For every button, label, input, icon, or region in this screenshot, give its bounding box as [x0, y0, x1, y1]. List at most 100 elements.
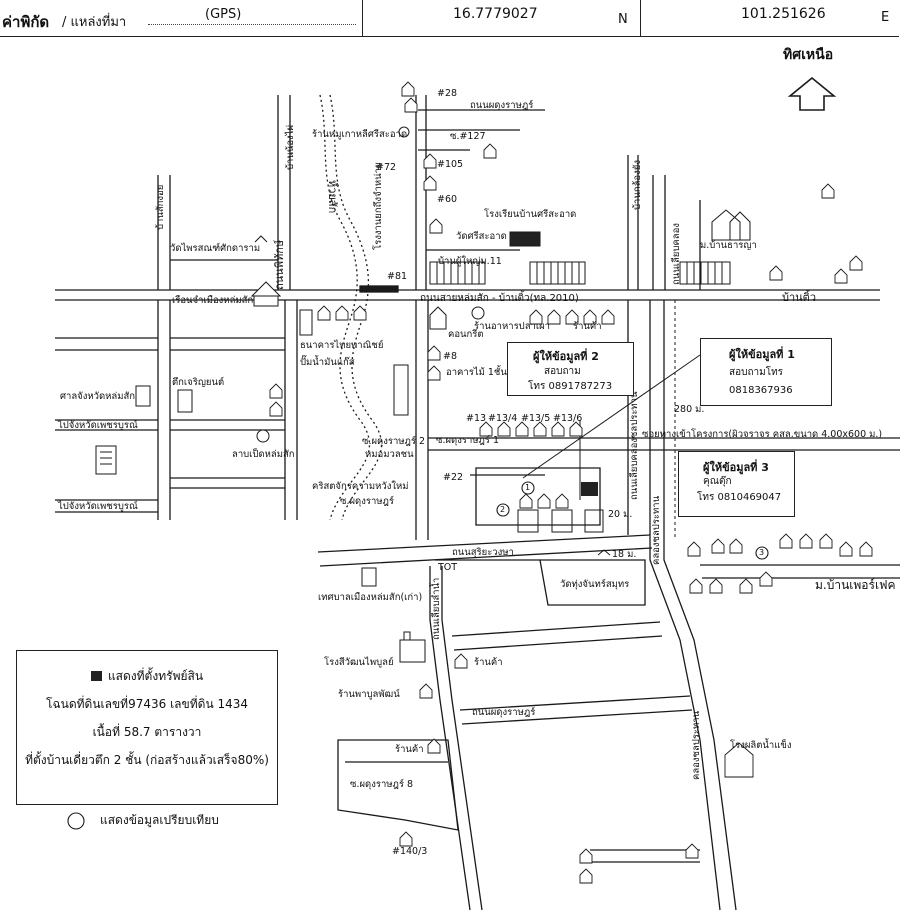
- place-shop-kraw: ร้านหมูเกาหลีศรีสะอาด: [312, 129, 408, 140]
- place-lab-ped: ลาบเป็ดหล่มสัก: [232, 449, 295, 460]
- label-num-140-3: #140/3: [392, 846, 428, 857]
- label-dist-20: 20 ม.: [608, 509, 633, 520]
- place-church2: คริสตจักรความหวังใหม่: [312, 481, 409, 492]
- informant-3-title: ผู้ให้ข้อมูลที่ 3: [703, 461, 769, 474]
- informant-2-box: ผู้ให้ข้อมูลที่ 2 สอบถาม โทร 0891787273: [507, 342, 634, 396]
- legend-subject-row: แสดงที่ตั้งทรัพย์สิน: [17, 667, 277, 686]
- place-school-sri: โรงเรียนบ้านศรีสะอาด: [484, 209, 577, 220]
- road-label-soi-padung-8-top: ถนนผดุงราษฎร์: [472, 707, 536, 718]
- road-label-soi-padung-2: ซ.ผดุงราษฎร์ 2: [362, 436, 426, 447]
- place-pra-chan: ปั๊มน้ำมันแก๊ส: [300, 357, 355, 368]
- label-num-105: #105: [437, 159, 464, 170]
- informant-3-box: ผู้ให้ข้อมูลที่ 3 คุณตุ๊ก โทร 0810469047: [678, 451, 795, 517]
- lat-value: 16.7779027: [453, 6, 538, 22]
- coord-source-label: / แหล่งที่มา: [62, 15, 127, 30]
- place-market: เรือนจำเมืองหล่มสัก: [172, 295, 254, 306]
- place-rama-tower: ตึกเจริญยนต์: [172, 377, 225, 388]
- label-num-13: #13: [466, 413, 487, 424]
- legend-area: เนื้อที่ 58.7 ตารางวา: [92, 725, 202, 739]
- legend-circle-icon: [67, 812, 85, 830]
- label-num-13-4: #13/4: [488, 413, 518, 424]
- road-label-ban-tiw: บ้านติ้ว: [782, 291, 816, 304]
- source-dotted-line: [148, 24, 356, 25]
- place-water-plant: โรงสีวัฒนไพบูลย์: [324, 657, 394, 668]
- place-wat-phra: วัดไพรสณฑ์ศักดาราม: [170, 243, 261, 254]
- north-arrow-icon: [787, 76, 837, 111]
- legend-subject: แสดงที่ตั้งทรัพย์สิน: [107, 669, 204, 683]
- road-label-soi-127: ซ.#127: [450, 131, 486, 142]
- informant-1-phone: 0818367936: [729, 385, 793, 396]
- road-label-t-road: ถนนเลียบลำน้ำ: [431, 577, 442, 640]
- place-wat-sri: วัดศรีสะอาด: [456, 231, 507, 242]
- informant-3-phone: โทร 0810469047: [697, 492, 782, 503]
- road-label-ban-klong-loei: บ้านกล้องยัง: [632, 160, 643, 210]
- place-wat-jan: วัดทุ่งจันทร์สมุทร: [560, 579, 630, 590]
- road-label-klong-pa: ถนนเลียบคลองชลประทาน: [629, 391, 640, 500]
- lon-value: 101.251626: [741, 6, 826, 22]
- informant-1-marker: [521, 481, 535, 495]
- informant-1-box: ผู้ให้ข้อมูลที่ 1 สอบถามโทร 0818367936: [700, 338, 832, 406]
- informant-2-name: สอบถาม: [544, 366, 581, 377]
- road-label-pet-bun-2: ไปจังหวัดเพชรบูรณ์: [58, 501, 138, 512]
- lon-unit: E: [881, 10, 890, 25]
- marker-2-label: 2: [500, 505, 506, 514]
- label-num-13-6: #13/6: [553, 413, 583, 424]
- informant-1-title: ผู้ให้ข้อมูลที่ 1: [729, 348, 795, 361]
- road-label-main: ถนนสายหล่มสัก - บ้านติ้ว(ทล.2010): [420, 293, 579, 304]
- label-num-13-5: #13/5: [521, 413, 551, 424]
- lat-unit: N: [618, 12, 628, 27]
- label-dist-18: 18 ม.: [612, 549, 637, 560]
- coord-cell-lat: 16.7779027 N: [363, 0, 641, 37]
- label-num-8: #8: [443, 351, 458, 362]
- marker-3-label: 3: [759, 548, 765, 557]
- place-village-chief: บ้านผู้ใหญ่ม.11: [438, 256, 502, 267]
- road-label-soi-nong: ถนนเลียบคลอง: [671, 223, 682, 285]
- road-label-klong-side: คลองชลประทาน: [651, 495, 662, 565]
- road-label-pha-dung-rat: ถนนผดุงราษฎร์: [470, 100, 534, 111]
- road-label-pet-bun-1: ไปจังหวัดเพชรบูรณ์: [58, 420, 138, 431]
- road-label-ban-sak-kong: บ้านสักงอย: [155, 184, 166, 230]
- legend-deed: โฉนดที่ดินเลขที่97436 เลขที่ดิน 1434: [46, 697, 248, 711]
- place-hospital-sub: ศาลจังหวัดหล่มสัก: [60, 391, 136, 402]
- road-label-sueng-ruwa: ถนนสุริยะวงษา: [452, 547, 514, 558]
- coord-title: ค่าพิกัด: [2, 13, 50, 31]
- marker-1-label: 1: [525, 483, 531, 492]
- label-num-60: #60: [437, 194, 458, 205]
- informant-2-phone: โทร 0891787273: [528, 381, 613, 392]
- place-shop-2: ร้านค้า: [474, 657, 503, 668]
- informant-2-title: ผู้ให้ข้อมูลที่ 2: [533, 350, 599, 363]
- place-municipal: เทศบาลเมืองหล่มสัก(เก่า): [318, 592, 423, 603]
- informant-3-marker: [755, 546, 769, 560]
- road-label-pra-cha-chuen: ถนนพิทักษ์: [273, 239, 286, 290]
- place-home-moon: หมอมวลชน: [365, 449, 414, 460]
- coordinate-bar: ค่าพิกัด / แหล่งที่มา (GPS) 16.7779027 N…: [0, 0, 900, 38]
- label-num-28: #28: [437, 88, 458, 99]
- label-num-72: #72: [376, 162, 397, 173]
- informant-2-marker: [496, 503, 510, 517]
- place-village-perfect: ม.บ้านเพอร์เฟค: [815, 578, 896, 592]
- road-label-soi-padung-8: ซ.ผดุงราษฎร์ 8: [350, 779, 414, 790]
- place-restaurant: ร้านอาหารปลาเผา: [474, 321, 551, 332]
- place-thai-bank: ธนาคารไทยพาณิชย์: [300, 340, 384, 351]
- place-tot: TOT: [438, 562, 458, 573]
- informant-3-name: คุณตุ๊ก: [703, 476, 732, 487]
- label-num-22: #22: [443, 472, 464, 483]
- place-shop-leaf: อาคารไม้ 1ชั้น: [446, 367, 507, 378]
- label-num-81: #81: [387, 271, 408, 282]
- north-label: ทิศเหนือ: [783, 47, 834, 63]
- coord-source-value: (GPS): [205, 7, 242, 22]
- coord-cell-lon: 101.251626 E: [641, 0, 899, 37]
- legend-building: ที่ตั้งบ้านเดี่ยวตึก 2 ชั้น (ก่อสร้างแล้…: [25, 753, 269, 767]
- road-label-klong-side-2: คลองชลประทาน: [691, 710, 702, 780]
- river-label: ห้วยสัก: [326, 180, 339, 214]
- coord-cell-source: ค่าพิกัด / แหล่งที่มา (GPS): [0, 0, 363, 37]
- place-shop-3: ร้านค้า: [395, 744, 424, 755]
- subject-property-marker: [581, 482, 598, 496]
- place-village-m: ม.บ้านธารญา: [700, 240, 757, 251]
- road-label-ban-nong-mai: บ้านน้องไผ่: [285, 124, 296, 170]
- place-ice-factory: โรงผลิตน้ำแข็ง: [730, 740, 792, 751]
- informant-1-name: สอบถามโทร: [729, 367, 784, 378]
- legend-compare: แสดงข้อมูลเปรียบเทียบ: [100, 813, 219, 827]
- road-label-soi-padung-1: ซ.ผดุงราษฎร์ 1: [436, 435, 500, 446]
